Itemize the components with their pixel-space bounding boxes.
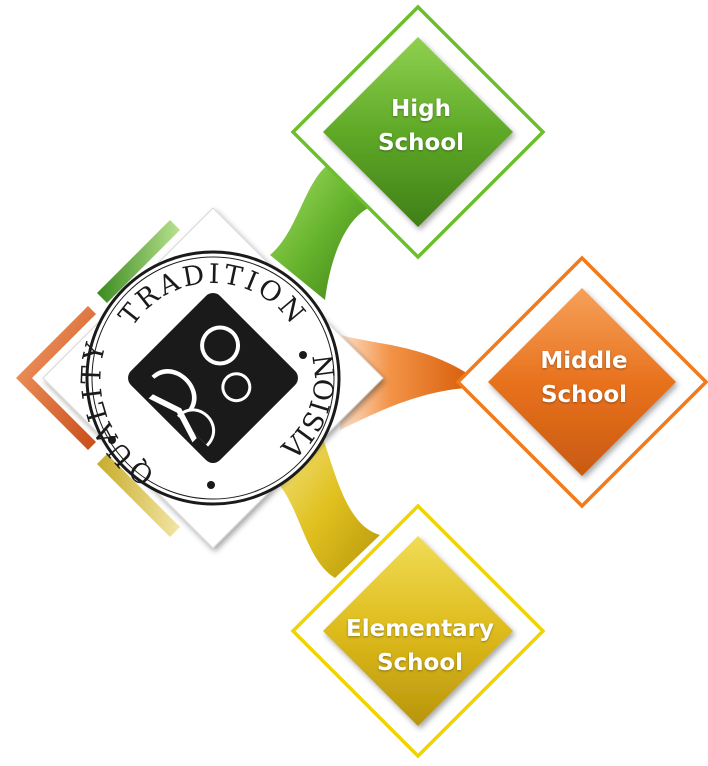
elementary-school-line1: Elementary	[346, 616, 494, 642]
parent-child-reading-icon	[128, 293, 298, 463]
elementary-school-label[interactable]: Elementary School	[320, 612, 520, 680]
middle-school-node[interactable]	[455, 255, 708, 509]
high-school-fill	[323, 37, 513, 227]
accent-bar-orange	[16, 306, 96, 450]
high-school-line2: School	[377, 130, 465, 156]
middle-school-fill	[488, 288, 676, 476]
middle-school-line1: Middle	[540, 348, 628, 374]
connector-high-school	[270, 160, 375, 300]
middle-school-label[interactable]: Middle School	[484, 344, 684, 412]
accent-bar-green	[97, 220, 180, 303]
elementary-school-fill	[323, 536, 513, 726]
center-logo: TRADITION VISION QUALITY	[42, 207, 384, 549]
seal-dot-icon	[299, 351, 307, 359]
elementary-school-node[interactable]	[290, 503, 546, 759]
accent-bar-yellow	[97, 454, 180, 537]
elementary-school-line2: School	[376, 650, 464, 676]
seal-dot-icon	[207, 481, 215, 489]
middle-school-line2: School	[540, 382, 628, 408]
connector-middle-school	[340, 335, 465, 430]
seal-inner-ring	[91, 256, 335, 500]
high-school-node[interactable]	[290, 4, 546, 260]
high-school-line1: High	[391, 96, 451, 122]
seal-dot-icon	[108, 436, 116, 444]
high-school-label[interactable]: High School	[321, 92, 521, 160]
